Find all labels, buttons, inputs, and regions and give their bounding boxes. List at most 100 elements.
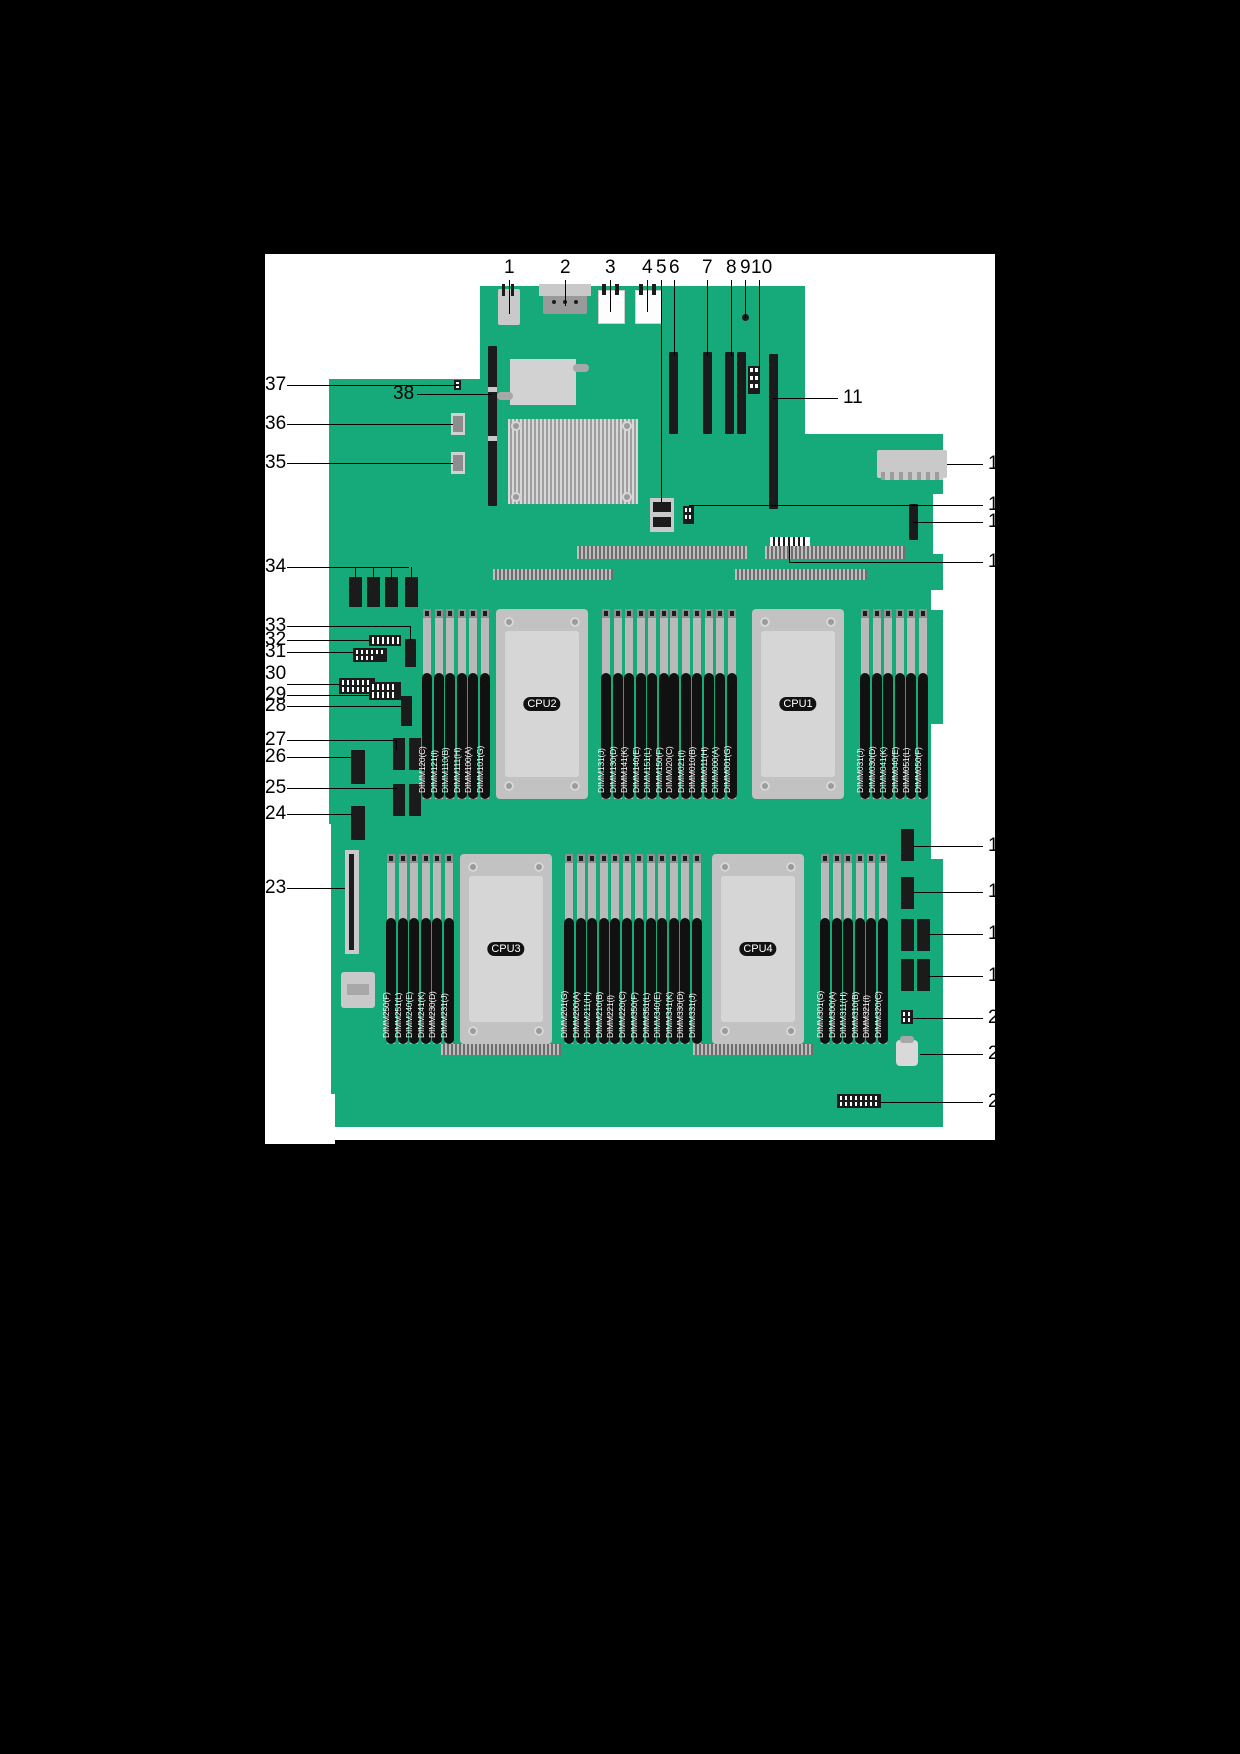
callout-2: 2 <box>560 257 571 278</box>
pcb-notch-top-left <box>265 254 480 379</box>
leader-27 <box>287 740 397 741</box>
callout-3: 3 <box>605 257 616 278</box>
dimm-label-text: DIMM020(C) <box>664 746 674 793</box>
leader-23 <box>287 888 345 889</box>
header-22 <box>837 1094 881 1108</box>
dimm-latch-icon <box>398 854 407 863</box>
dimm-label-plate: DIMM221(I) <box>605 918 620 1044</box>
usb-port-2 <box>635 290 662 324</box>
heatsink-screw-br <box>622 492 632 502</box>
dimm-label-text: DIMM301(G) <box>815 990 825 1038</box>
dimm-slot-dimm110b: DIMM110(B) <box>440 609 455 799</box>
leader-33v <box>410 626 411 640</box>
header-31 <box>353 648 387 662</box>
pcb-notch-upper-right <box>805 286 945 434</box>
dimm-label-plate: DIMM051(L) <box>901 673 916 799</box>
dimm-slot-dimm230d: DIMM230(D) <box>427 854 442 1044</box>
dimm-label-text: DIMM251(L) <box>392 992 403 1038</box>
dimm-label-text: DIMM040(E) <box>889 746 900 793</box>
dimm-slot-dimm041k: DIMM041(K) <box>878 609 893 799</box>
internal-usb-slot-top <box>653 502 671 512</box>
dimm-label-plate: DIMM021(I) <box>676 673 691 799</box>
cpu1-screw-tl <box>760 617 770 627</box>
dimm-latch-icon <box>433 854 441 863</box>
dimm-latch-icon <box>907 609 915 618</box>
dimm-label-text: DIMM321(I) <box>861 995 871 1038</box>
callout-7: 7 <box>702 257 713 278</box>
dimm-label-text: DIMM130(D) <box>607 746 618 793</box>
dimm-latch-icon <box>613 609 622 618</box>
dimm-label-plate: DIMM240(E) <box>404 918 419 1044</box>
heatsink-screw-tr <box>622 421 632 431</box>
dimm-slot-dimm231j: DIMM231(J) <box>439 854 454 1044</box>
dimm-slot-dimm211h: DIMM211(H) <box>582 854 597 1044</box>
dimm-slot-dimm051l: DIMM051(L) <box>901 609 916 799</box>
dimm-label-plate: DIMM310(B) <box>850 918 865 1044</box>
cpu4-screw-bl <box>720 1026 730 1036</box>
leader-27v <box>396 740 397 750</box>
cpu3-label: CPU3 <box>487 942 525 956</box>
callout-4: 4 <box>642 257 653 278</box>
dimm-label-plate: DIMM241(K) <box>416 918 431 1044</box>
leader-28 <box>287 706 402 707</box>
connector-25b <box>409 784 421 816</box>
dimm-label-text: DIMM250(F) <box>381 992 391 1038</box>
header-30 <box>339 678 375 694</box>
dimm-label-plate: DIMM140(E) <box>631 673 646 799</box>
dimm-label-plate: DIMM050(F) <box>913 673 928 799</box>
dimm-label-plate: DIMM201(G) <box>559 918 574 1044</box>
pcie-slot-8b <box>737 352 746 434</box>
dimm-latch-icon <box>895 609 904 618</box>
dimm-label-plate: DIMM130(D) <box>608 673 623 799</box>
dimm-latch-icon <box>727 609 736 618</box>
sata-connector-35 <box>451 452 465 474</box>
dimm-label-text: DIMM011(H) <box>698 746 709 793</box>
dimm-latch-icon <box>611 854 619 863</box>
dimm-label-plate: DIMM340(E) <box>652 918 667 1044</box>
pcie-slot-11 <box>769 354 778 509</box>
leader-16 <box>913 846 983 847</box>
dimm-label-text: DIMM201(G) <box>559 990 569 1038</box>
dimm-latch-icon <box>565 854 573 863</box>
dimm-label-plate: DIMM311(H) <box>838 918 853 1044</box>
dimm-label-text: DIMM211(H) <box>582 991 592 1038</box>
dimm-slot-dimm040e: DIMM040(E) <box>890 609 905 799</box>
connector-33 <box>405 639 416 667</box>
dimm-latch-icon <box>832 854 841 863</box>
callout-29: 29 <box>265 684 287 705</box>
leader-34b <box>373 567 374 579</box>
dimm-label-text: DIMM341(K) <box>663 991 674 1038</box>
dimm-latch-icon <box>602 609 610 618</box>
dimm-label-text: DIMM310(B) <box>849 991 860 1038</box>
dimm-latch-icon <box>681 609 690 618</box>
dimm-label-plate: DIMM020(C) <box>664 673 679 799</box>
leader-5 <box>661 280 662 502</box>
expansion-slot-23-inner <box>349 854 354 950</box>
connector-27b <box>409 738 421 770</box>
bga-chip-clip-left <box>497 392 513 400</box>
dimm-label-plate: DIMM220(C) <box>617 918 632 1044</box>
cmos-battery-21 <box>896 1040 918 1066</box>
dimm-latch-icon <box>669 854 678 863</box>
dimm-label-text: DIMM230(D) <box>427 991 437 1038</box>
dimm-label-text: DIMM101(G) <box>474 745 485 793</box>
dimm-latch-icon <box>693 609 701 618</box>
leader-7 <box>707 280 708 356</box>
dimm-slot-dimm220c: DIMM220(C) <box>617 854 632 1044</box>
dimm-slot-dimm120c: DIMM120(C) <box>417 609 432 799</box>
dimm-label-plate: DIMM351(L) <box>641 918 656 1044</box>
dimm-slot-dimm330d: DIMM330(D) <box>675 854 690 1044</box>
cpu4-label: CPU4 <box>739 942 777 956</box>
dimm-slot-dimm030d: DIMM030(D) <box>867 609 882 799</box>
dimm-label-text: DIMM100(A) <box>463 746 473 793</box>
dimm-label-text: DIMM041(K) <box>878 746 888 793</box>
serial-port-pins-2 <box>511 284 514 296</box>
callout-33: 33 <box>265 615 287 636</box>
usb-port-1 <box>598 290 625 324</box>
dimm-latch-icon <box>692 854 701 863</box>
dimm-latch-icon <box>635 854 643 863</box>
dimm-slot-dimm100a: DIMM100(A) <box>463 609 478 799</box>
dimm-label-text: DIMM311(H) <box>838 991 848 1038</box>
riser-connector-right-2 <box>735 569 867 580</box>
leader-13 <box>689 505 983 506</box>
